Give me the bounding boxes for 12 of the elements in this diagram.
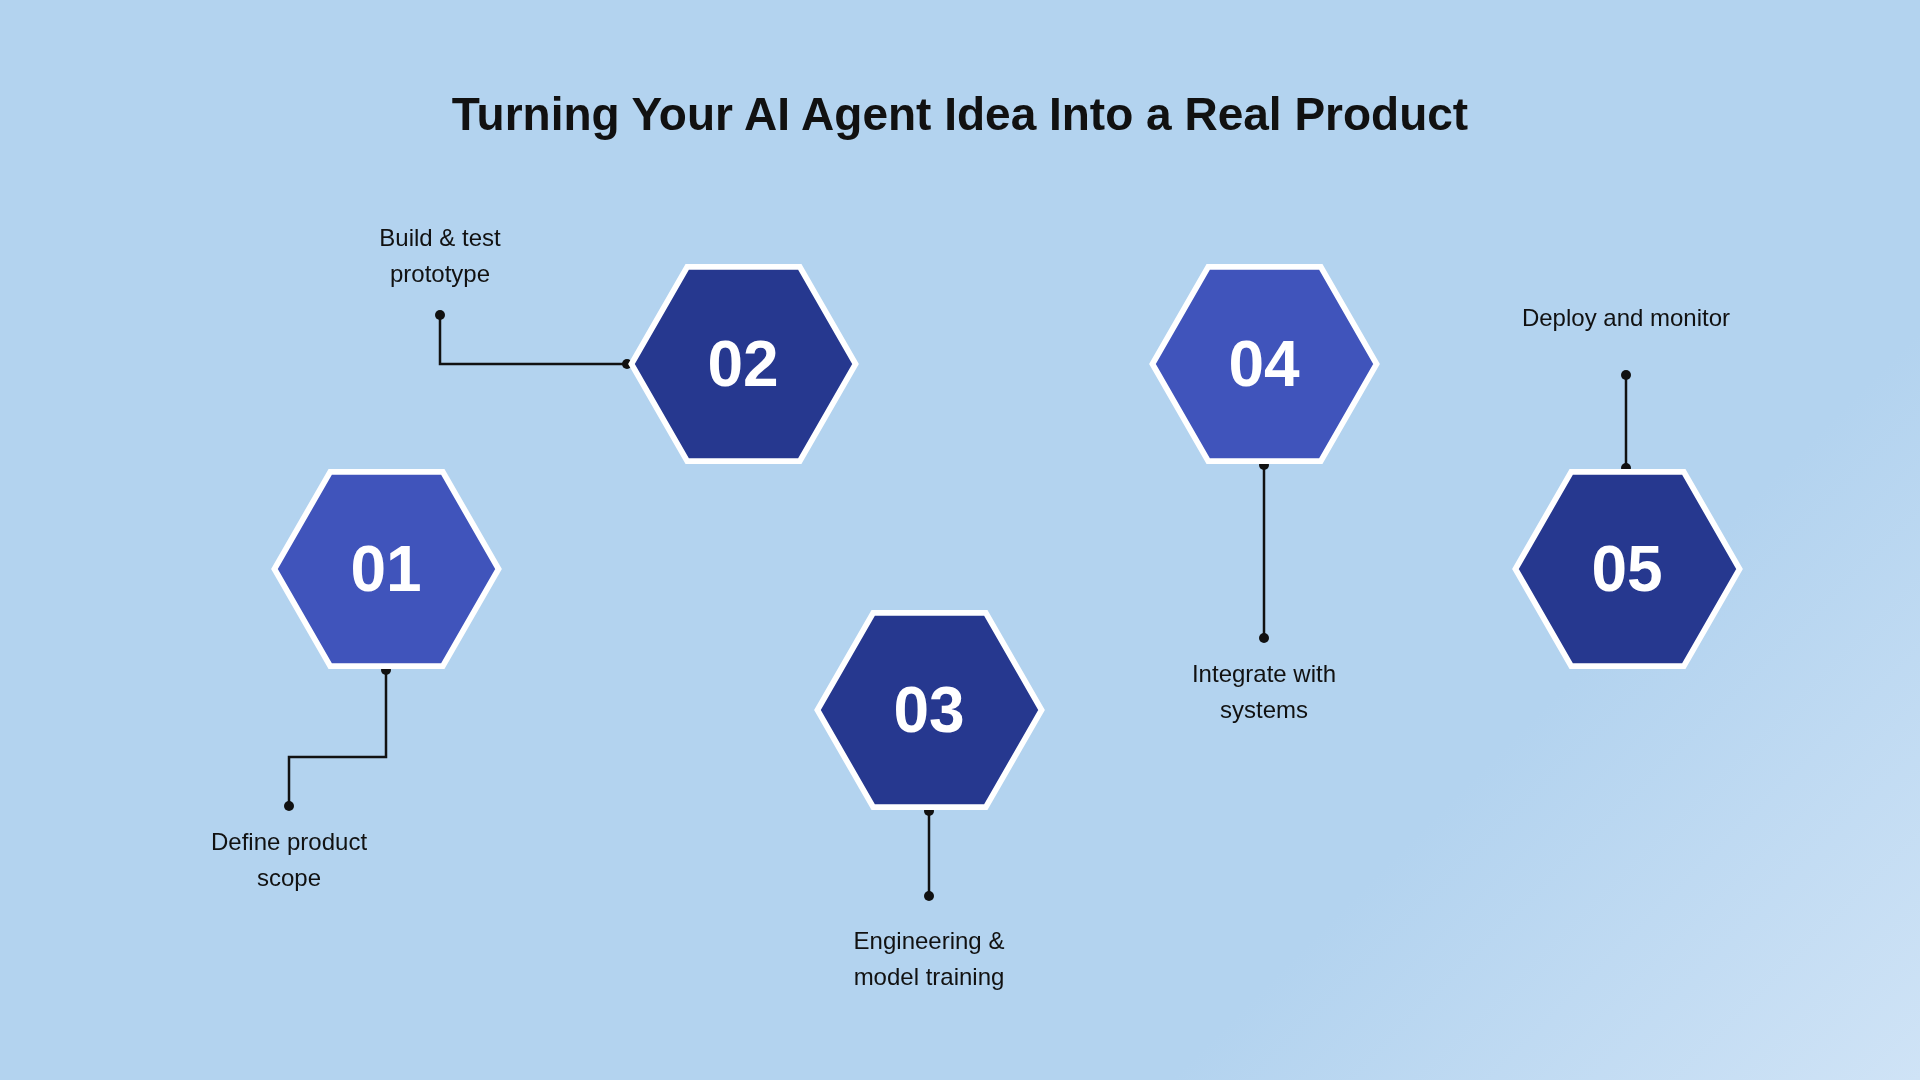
- leader-line: [435, 310, 632, 369]
- step-number: 01: [350, 537, 422, 601]
- step-number: 05: [1591, 537, 1663, 601]
- step-label: Deploy and monitor: [1521, 303, 1731, 333]
- step-label: Integrate with systems: [1190, 659, 1338, 725]
- title: Turning Your AI Agent Idea Into a Real Product: [451, 87, 1469, 142]
- step-number: 04: [1228, 332, 1300, 396]
- step-number: 02: [707, 332, 779, 396]
- step-label: Build & test prototype: [378, 223, 502, 289]
- step-label: Engineering & model training: [852, 926, 1006, 992]
- step-number: 03: [893, 678, 965, 742]
- step-label: Define product scope: [209, 827, 369, 893]
